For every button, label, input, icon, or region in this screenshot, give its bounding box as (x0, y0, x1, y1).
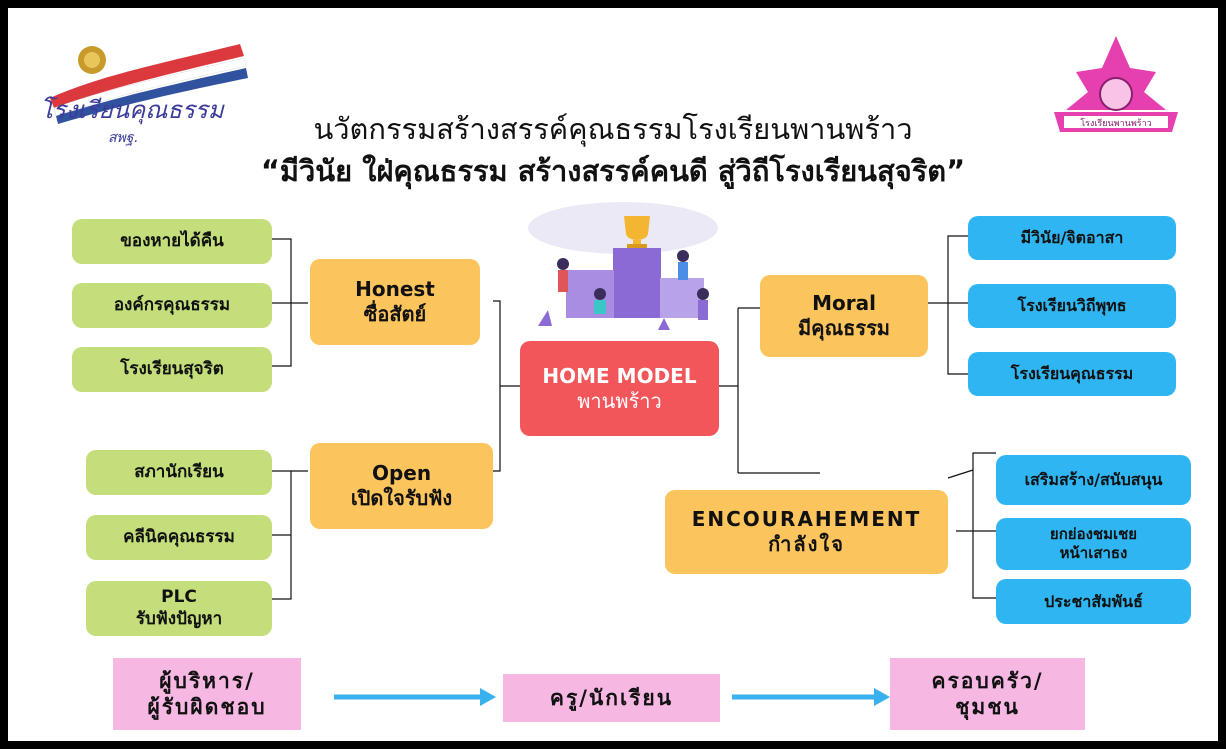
honest-th: ซื่อสัตย์ (363, 302, 427, 326)
svg-text:สพฐ.: สพฐ. (108, 130, 138, 146)
school-emblem: โรงเรียนพานพร้าว (1046, 32, 1186, 144)
honest-en: Honest (355, 277, 435, 301)
diagram-canvas: โรงเรียนคุณธรรม สพฐ. โรงเรียนพานพร้าว นว… (8, 8, 1218, 741)
open-node: Open เปิดใจรับฟัง (310, 443, 493, 529)
encouragement-en: ENCOURAHEMENT (691, 507, 922, 531)
encouragement-node: ENCOURAHEMENT กำลังใจ (665, 490, 948, 574)
open-item-2: คลีนิคคุณธรรม (86, 515, 272, 560)
title-line-2: “มีวินัย ใฝ่คุณธรรม สร้างสรรค์คนดี สู่วิ… (260, 154, 966, 188)
flow-step-1: ผู้บริหาร/ ผู้รับผิดชอบ (113, 658, 301, 730)
moral-node: Moral มีคุณธรรม (760, 275, 928, 357)
moral-item-1: มีวินัย/จิตอาสา (968, 216, 1176, 260)
honest-item-2: องค์กรคุณธรรม (72, 283, 272, 328)
moral-en: Moral (812, 291, 876, 315)
svg-text:โรงเรียนพานพร้าว: โรงเรียนพานพร้าว (1080, 118, 1151, 129)
flow-step-1-line-1: ผู้บริหาร/ (159, 668, 255, 693)
plc-desc: รับฟังปัญหา (135, 608, 223, 629)
encouragement-item-3: ประชาสัมพันธ์ (996, 579, 1191, 624)
center-line-2: พานพร้าว (577, 388, 662, 413)
open-item-plc: PLC รับฟังปัญหา (86, 581, 272, 636)
flow-step-3-line-2: ชุมชน (955, 695, 1020, 719)
flow-step-1-line-2: ผู้รับผิดชอบ (147, 695, 267, 719)
honest-node: Honest ซื่อสัตย์ (310, 259, 480, 345)
home-model-node: HOME MODEL พานพร้าว (520, 341, 719, 436)
open-item-1: สภานักเรียน (86, 450, 272, 495)
moral-item-2: โรงเรียนวิถีพุทธ (968, 284, 1176, 328)
title-line-1: นวัตกรรมสร้างสรรค์คุณธรรมโรงเรียนพานพร้า… (313, 112, 913, 146)
moral-school-logo: โรงเรียนคุณธรรม สพฐ. (30, 36, 260, 148)
plc-label: PLC (161, 587, 197, 608)
open-en: Open (371, 461, 432, 485)
center-line-1: HOME MODEL (542, 363, 697, 388)
honest-item-3: โรงเรียนสุจริต (72, 347, 272, 392)
trophy-podium-illustration (518, 198, 728, 338)
connector-lines (272, 235, 996, 706)
encouragement-item-2-line-2: หน้าเสาธง (1059, 544, 1128, 562)
flow-step-2: ครู/นักเรียน (503, 674, 720, 722)
flow-step-3: ครอบครัว/ ชุมชน (890, 658, 1085, 730)
flow-arrows (334, 688, 890, 706)
honest-item-1: ของหายได้คืน (72, 219, 272, 264)
open-th: เปิดใจรับฟัง (350, 486, 453, 510)
encouragement-item-2-line-1: ยกย่องชมเชย (1049, 525, 1138, 544)
moral-th: มีคุณธรรม (798, 316, 890, 340)
encouragement-th: กำลังใจ (768, 532, 845, 556)
moral-item-3: โรงเรียนคุณธรรม (968, 352, 1176, 396)
logo-left-text: โรงเรียนคุณธรรม (40, 96, 225, 125)
encouragement-item-2: ยกย่องชมเชย หน้าเสาธง (996, 518, 1191, 570)
encouragement-item-1: เสริมสร้าง/สนับสนุน (996, 455, 1191, 505)
flow-step-3-line-1: ครอบครัว/ (931, 668, 1044, 693)
